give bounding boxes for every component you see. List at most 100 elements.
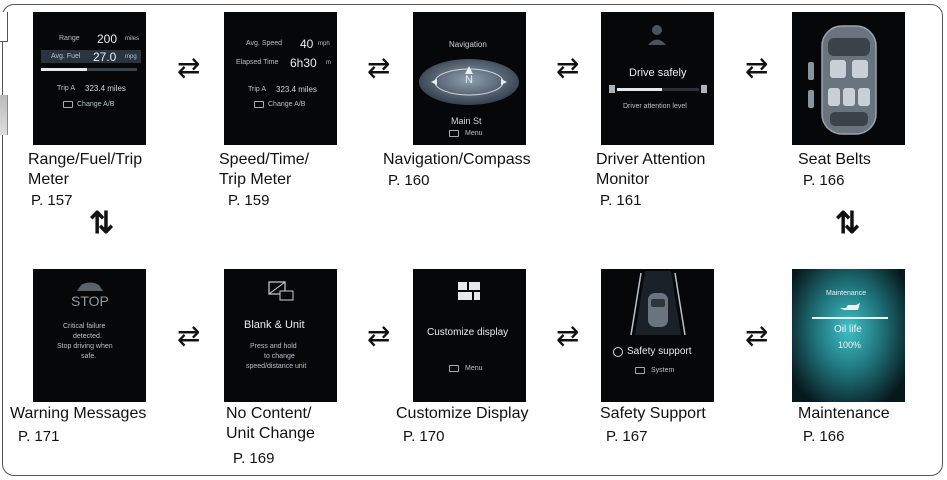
- maintenance-title: Maintenance: [826, 290, 867, 297]
- avg-speed-unit: mph: [318, 41, 330, 47]
- navigation-compass-screen: Navigation N Main St Menu: [413, 12, 526, 145]
- switch-arrow-5: ⇄: [177, 320, 201, 351]
- range-caption-line1: Range/Fuel/Trip: [28, 151, 143, 168]
- fuel-value: 27.0: [93, 50, 117, 64]
- nav-menu: Menu: [465, 130, 483, 137]
- range-unit: miles: [125, 36, 140, 42]
- avg-speed-value: 40: [300, 37, 314, 51]
- avg-speed-label: Avg. Speed: [246, 40, 283, 47]
- car-top-view-icon: [808, 25, 877, 135]
- speed-caption-line1: Speed/Time/: [219, 151, 310, 168]
- trip-value: 323.4 miles: [85, 84, 126, 93]
- driver-icon: [648, 25, 666, 45]
- fuel-gauge-fill: [41, 68, 88, 71]
- safety-support-title: Safety support: [627, 346, 692, 357]
- maint-caption-line1: Maintenance: [798, 405, 890, 422]
- blank-page-ref: P. 169: [233, 450, 275, 467]
- safety-caption: Safety Support: [600, 404, 706, 424]
- safety-system: System: [651, 367, 675, 374]
- driver-caption-line1: Driver Attention: [596, 151, 706, 168]
- driver-caption-line2: Monitor: [596, 171, 650, 188]
- warning-messages-screen: STOP Critical failure detected. Stop dri…: [33, 269, 146, 402]
- blank-line-1: Press and hold: [250, 343, 297, 350]
- safety-support-icon: [613, 347, 623, 357]
- frame-tab-shade: [0, 95, 8, 135]
- nav-caption-line1: Navigation/Compass: [383, 151, 531, 168]
- button-icon: [63, 101, 73, 108]
- switch-arrow-1: ⇄: [177, 52, 201, 83]
- customize-page-ref: P. 170: [403, 428, 445, 445]
- blank-unit-screen: Blank & Unit Press and hold to change sp…: [224, 269, 337, 402]
- maint-page-ref: P. 166: [803, 428, 845, 445]
- speed-caption-line2: Trip Meter: [219, 171, 292, 188]
- warning-caption: Warning Messages: [10, 404, 146, 424]
- blank-caption-line1: No Content/: [226, 405, 312, 422]
- attention-level-fill: [617, 88, 663, 91]
- speed-page-ref: P. 159: [228, 192, 270, 209]
- range-caption: Range/Fuel/Trip Meter: [28, 150, 142, 190]
- warning-line-3: Stop driving when: [57, 343, 113, 350]
- speed-time-trip-screen: Avg. Speed 40 mph Elapsed Time 6h30 m Tr…: [224, 12, 337, 145]
- attention-left-icon: [609, 85, 615, 93]
- seat-belts-screen: [792, 12, 905, 145]
- safety-car-view-icon: [630, 271, 686, 336]
- blank-line-2: to change: [264, 353, 295, 360]
- fuel-label: Avg. Fuel: [51, 53, 81, 60]
- customize-display-screen: Customize display Menu: [413, 269, 526, 402]
- switch-arrow-3: ⇄: [556, 52, 580, 83]
- switch-arrow-8: ⇄: [745, 320, 769, 351]
- nav-title: Navigation: [449, 40, 487, 49]
- switch-arrow-6: ⇄: [367, 320, 391, 351]
- change-ab: Change A/B: [77, 101, 115, 108]
- button-icon: [449, 365, 459, 372]
- customize-grid-icon: [458, 282, 480, 300]
- warning-line-1: Critical failure: [63, 323, 106, 330]
- range-label: Range: [59, 35, 80, 42]
- safety-caption-line1: Safety Support: [600, 405, 706, 422]
- attention-right-icon: [701, 85, 707, 93]
- switch-arrow-7: ⇄: [556, 320, 580, 351]
- warning-page-ref: P. 171: [18, 428, 60, 445]
- trip-value: 323.4 miles: [276, 85, 317, 94]
- range-caption-line2: Meter: [28, 171, 69, 188]
- button-icon: [635, 367, 645, 374]
- safety-support-screen: Safety support System: [601, 269, 714, 402]
- switch-arrow-left-vertical: ⇅: [89, 207, 115, 240]
- oil-can-icon: [840, 303, 860, 310]
- elapsed-time-label: Elapsed Time: [236, 59, 279, 66]
- compass-west-mark: [431, 79, 437, 85]
- oil-life-label: Oil life: [834, 324, 862, 335]
- warning-line-2: detected.: [73, 333, 102, 340]
- driver-page-ref: P. 161: [600, 192, 642, 209]
- fuel-gauge-bar: [41, 68, 137, 71]
- warning-car-icon: [77, 282, 103, 291]
- customize-caption: Customize Display: [396, 404, 528, 424]
- trip-label: Trip A: [57, 85, 76, 92]
- nav-page-ref: P. 160: [388, 172, 430, 189]
- range-value: 200: [97, 32, 118, 46]
- range-page-ref: P. 157: [31, 192, 73, 209]
- switch-arrow-right-vertical: ⇅: [835, 207, 861, 240]
- speed-caption: Speed/Time/ Trip Meter: [219, 150, 309, 190]
- fuel-highlight: [41, 50, 141, 63]
- fuel-unit: mpg: [125, 54, 137, 60]
- maintenance-screen: Maintenance Oil life 100%: [792, 269, 905, 402]
- range-fuel-trip-screen: Range 200 miles Avg. Fuel 27.0 mpg Trip …: [33, 12, 146, 145]
- maint-caption: Maintenance: [798, 404, 890, 424]
- seat-page-ref: P. 166: [803, 172, 845, 189]
- blank-caption-line2: Unit Change: [226, 425, 315, 442]
- switch-arrow-2: ⇄: [367, 52, 391, 83]
- compass-east-mark: [501, 79, 507, 85]
- button-icon: [449, 130, 459, 137]
- customize-title: Customize display: [427, 327, 509, 338]
- street-name: Main St: [451, 116, 482, 126]
- blank-line-3: speed/distance unit: [246, 363, 307, 370]
- seat-caption: Seat Belts: [798, 150, 871, 170]
- oil-life-percent: 100%: [838, 340, 862, 350]
- attention-level-label: Driver attention level: [623, 103, 687, 110]
- driver-caption: Driver Attention Monitor: [596, 150, 705, 190]
- seat-caption-line1: Seat Belts: [798, 151, 871, 168]
- button-icon: [254, 101, 264, 108]
- compass-pointer: [465, 66, 473, 74]
- warning-caption-line1: Warning Messages: [10, 405, 147, 422]
